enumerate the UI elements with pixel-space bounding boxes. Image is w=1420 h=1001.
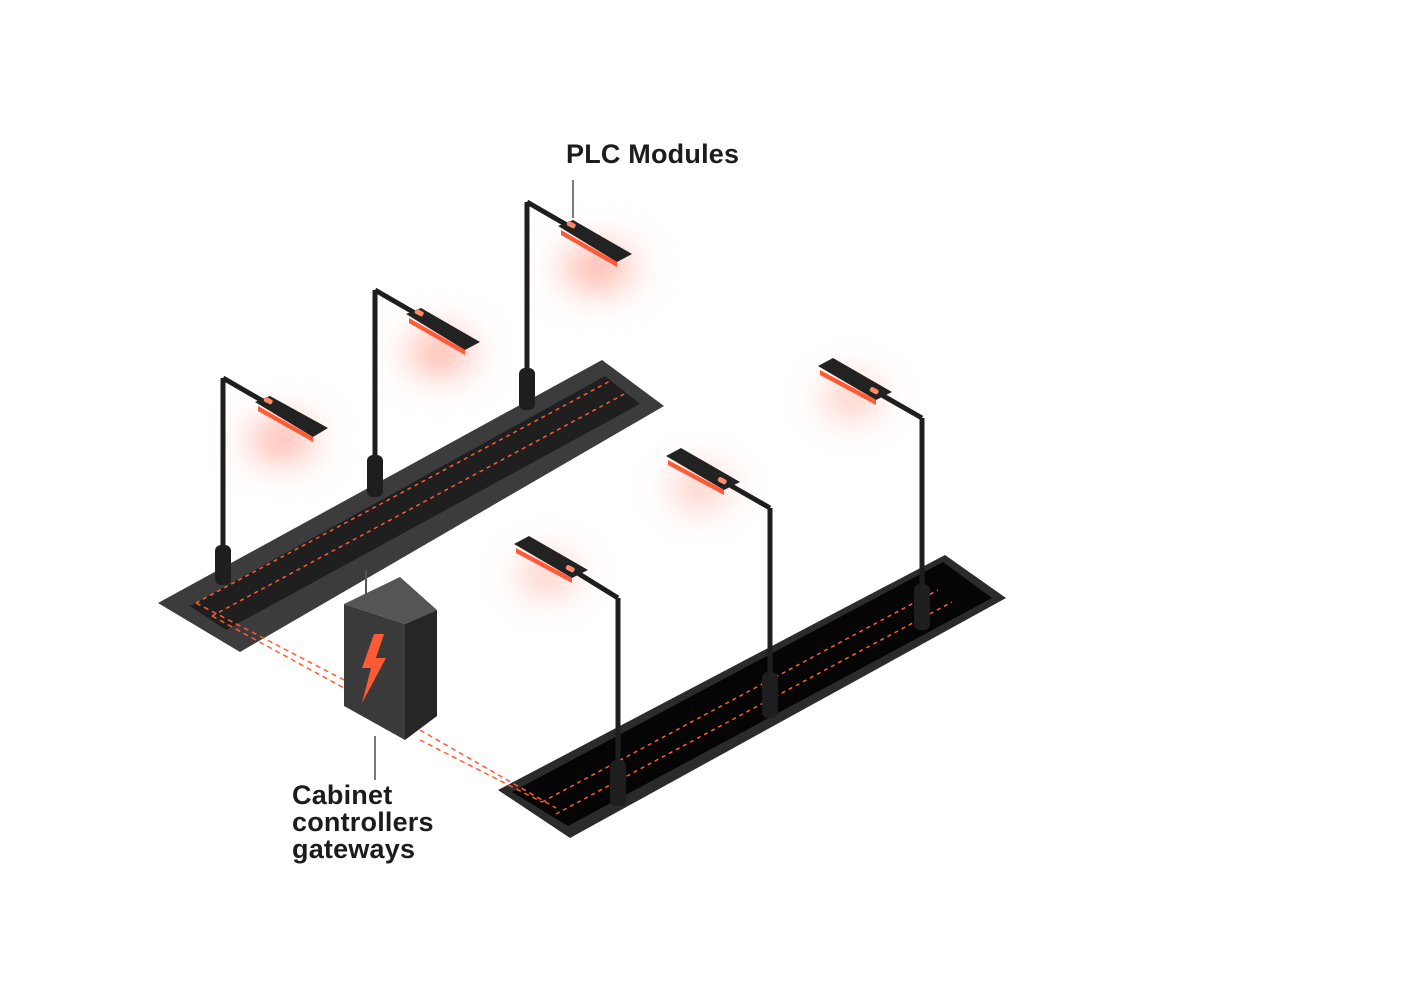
left-road-strip [158,360,664,652]
street-light-left-2 [367,287,480,497]
street-light-left-1 [215,375,328,585]
cabinet-label: Cabinet controllers gateways [292,782,434,863]
street-light-right-2 [666,448,778,718]
cabinet-controller-box [344,570,437,740]
street-light-left-3 [519,199,632,410]
lightning-bolt-icon [362,634,386,703]
cabinet-label-line-1: Cabinet [292,780,393,810]
street-light-right-1 [514,536,626,806]
plc-modules-label: PLC Modules [566,139,740,169]
cabinet-label-line-2: controllers [292,807,434,837]
cable-connections [195,602,557,809]
label-leaders [374,180,574,780]
street-light-right-3 [818,358,930,630]
cabinet-label-line-3: gateways [292,834,416,864]
